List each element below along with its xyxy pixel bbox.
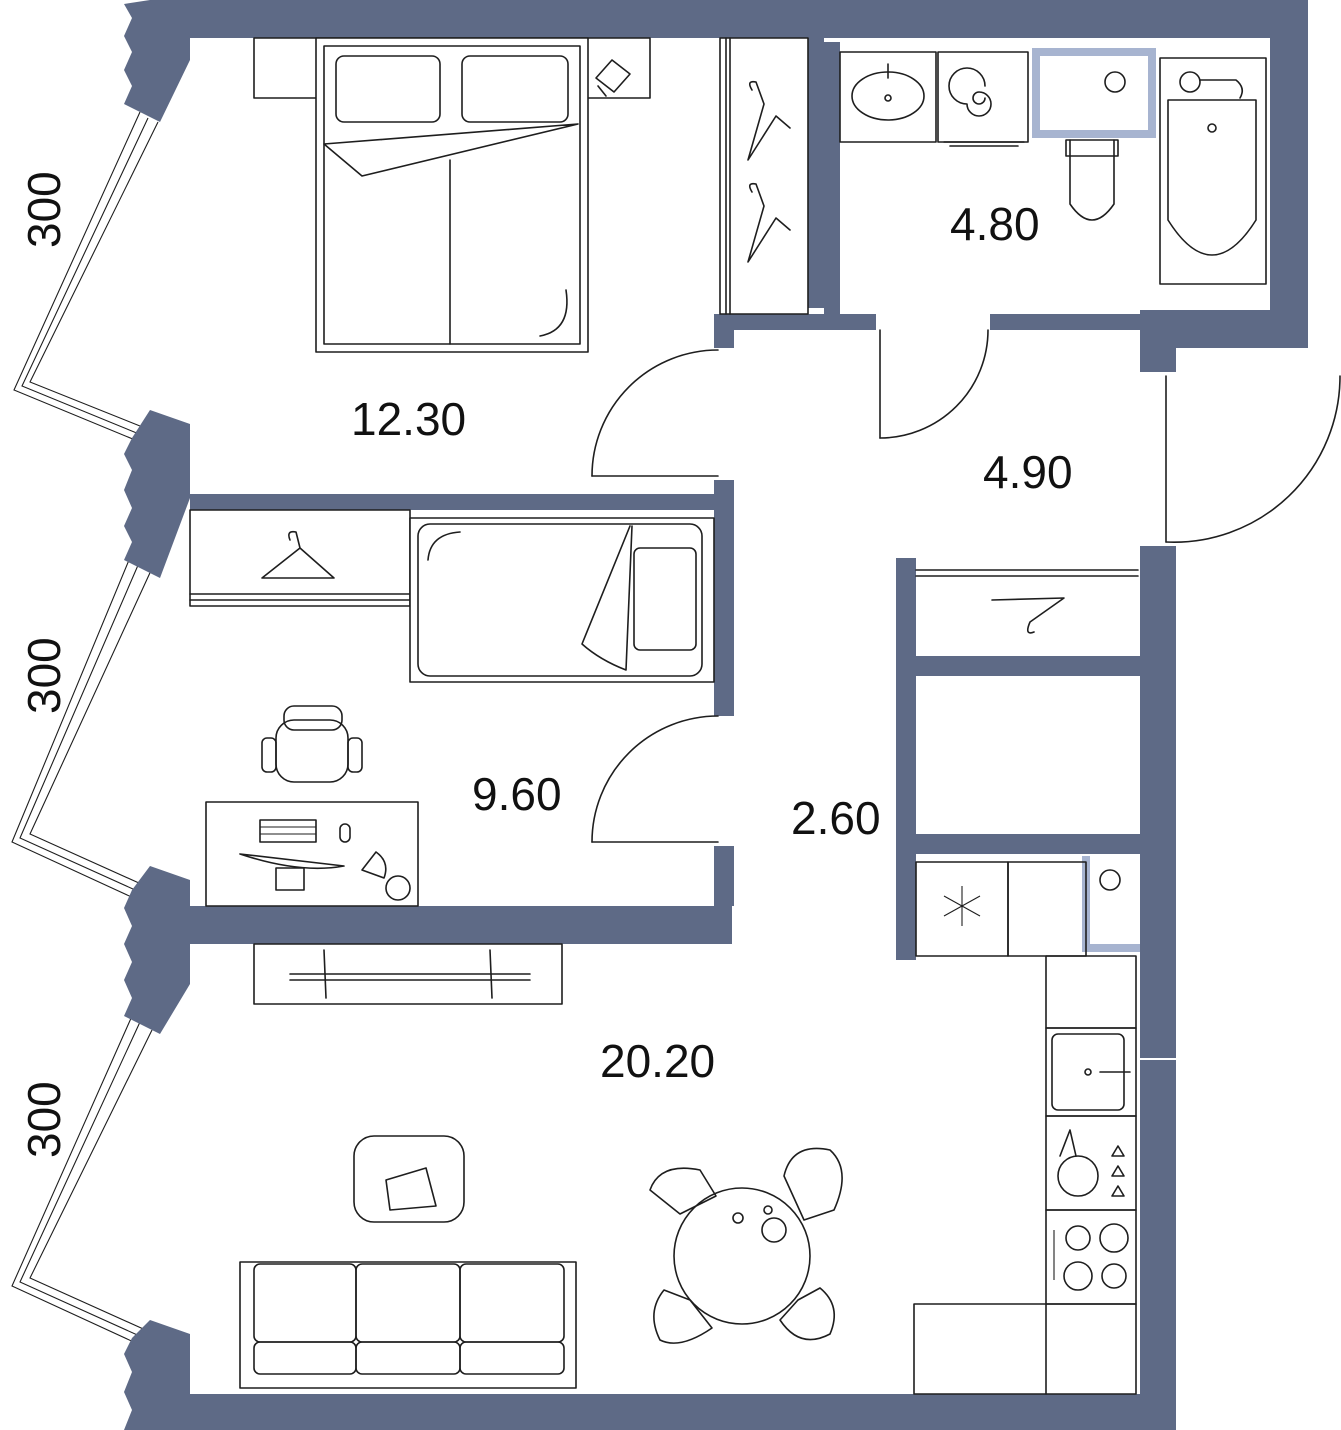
window-dimension-bottom: 300: [18, 1081, 70, 1158]
children-room-furniture: [189, 509, 715, 907]
window-dimension-middle: 300: [18, 637, 70, 714]
living-furniture: [239, 943, 843, 1389]
room-area-labels: 12.30 4.80 4.90 9.60 2.60 20.20: [351, 198, 1073, 1087]
walls: [124, 0, 1308, 1430]
storage-furniture: [915, 569, 1139, 634]
bathroom-fixtures: [839, 51, 1267, 285]
kitchen: [913, 861, 1137, 1395]
hallway-area-label: 4.90: [983, 446, 1073, 498]
snowflake-icon: [943, 886, 981, 926]
bathroom-area-label: 4.80: [950, 198, 1040, 250]
children-room-area-label: 9.60: [472, 768, 562, 820]
window-dimension-labels: 300 300 300: [18, 171, 70, 1158]
window-bays: [11, 111, 159, 1345]
living-kitchen-area-label: 20.20: [600, 1035, 715, 1087]
wet-zones: [1032, 48, 1156, 952]
bedroom-area-label: 12.30: [351, 393, 466, 445]
bedroom-furniture: [253, 37, 809, 353]
doors: [591, 329, 1341, 843]
window-dimension-top: 300: [18, 171, 70, 248]
storage-area-label: 2.60: [791, 792, 881, 844]
